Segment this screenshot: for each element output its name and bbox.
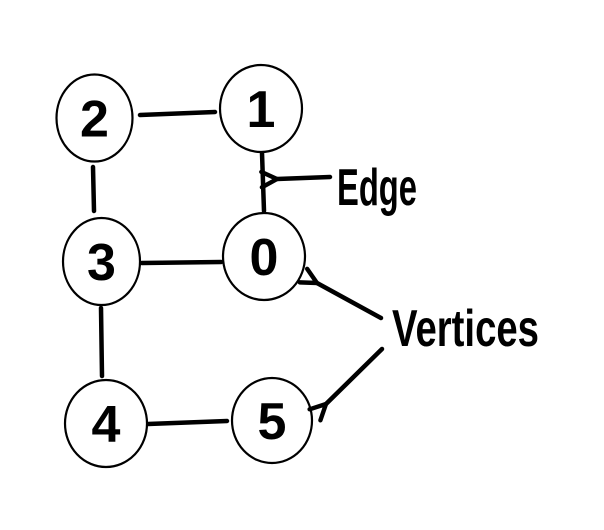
vertex-2-circle: [55, 73, 134, 163]
vertex-3: 3: [61, 216, 142, 307]
annotations: Edge Vertices: [277, 159, 539, 404]
vertex-5-label: 5: [258, 393, 287, 451]
graph-vertices: 2 1 3 0 4 5: [55, 63, 314, 469]
edge-4-5: [145, 418, 230, 427]
vertex-2: 2: [55, 73, 134, 163]
vertex-4-label: 4: [92, 396, 121, 454]
edge-1-0: [259, 150, 267, 214]
vertex-0: 0: [221, 211, 307, 302]
edge-3-0: [139, 259, 224, 266]
edge-2-1: [137, 109, 218, 118]
vertex-4-circle: [63, 378, 149, 469]
vertex-5: 5: [230, 376, 314, 465]
vertex-1-label: 1: [247, 81, 276, 139]
vertex-0-label: 0: [250, 229, 279, 287]
vertices-annotation-arrow-to-0: [317, 283, 384, 321]
vertices-annotation-label: Vertices: [392, 300, 539, 358]
vertex-4: 4: [63, 378, 149, 469]
vertex-2-label: 2: [80, 91, 109, 149]
vertices-annotation-arrow-to-5: [326, 346, 385, 404]
vertex-3-label: 3: [87, 234, 116, 292]
vertex-1-circle: [218, 63, 304, 154]
edge-3-4: [98, 305, 105, 379]
vertex-1: 1: [218, 63, 304, 154]
vertex-0-circle: [221, 211, 307, 302]
edge-annotation-label: Edge: [337, 159, 417, 217]
edge-2-3: [90, 164, 97, 214]
vertex-3-circle: [61, 216, 142, 307]
edge-annotation-arrow: [277, 177, 333, 179]
